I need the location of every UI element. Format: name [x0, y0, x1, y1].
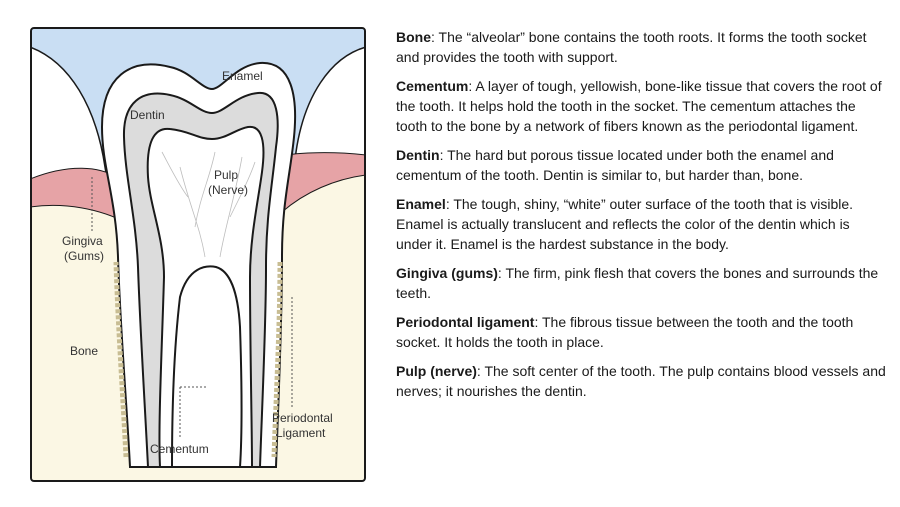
- glossary-definition: The tough, shiny, “white” outer surface …: [396, 196, 854, 252]
- diagram-frame: [30, 27, 366, 482]
- glossary-term: Pulp (nerve): [396, 363, 477, 379]
- glossary-term: Gingiva (gums): [396, 265, 498, 281]
- label-dentin: Dentin: [130, 108, 165, 122]
- glossary-entry-bone: Bone: The “alveolar” bone contains the t…: [396, 27, 886, 67]
- glossary-sep: :: [431, 29, 439, 45]
- pulp-root-canal: [171, 265, 243, 468]
- glossary: Bone: The “alveolar” bone contains the t…: [396, 27, 886, 410]
- nerve-branches: [161, 151, 256, 258]
- glossary-entry-dentin: Dentin: The hard but porous tissue locat…: [396, 145, 886, 185]
- glossary-term: Cementum: [396, 78, 469, 94]
- glossary-entry-periodontal-ligament: Periodontal ligament: The fibrous tissue…: [396, 312, 886, 352]
- label-enamel: Enamel: [222, 69, 263, 83]
- glossary-definition: The hard but porous tissue located under…: [396, 147, 834, 183]
- tooth-pulp: [146, 125, 265, 468]
- glossary-sep: :: [534, 314, 542, 330]
- glossary-term: Enamel: [396, 196, 446, 212]
- label-periodontal-2: Ligament: [276, 426, 326, 440]
- glossary-entry-cementum: Cementum: A layer of tough, yellowish, b…: [396, 76, 886, 136]
- leader-lines: [91, 177, 293, 437]
- glossary-term: Dentin: [396, 147, 440, 163]
- label-bone: Bone: [70, 344, 98, 358]
- glossary-definition: The fibrous tissue between the tooth and…: [396, 314, 854, 350]
- label-pulp-2: (Nerve): [208, 183, 248, 197]
- glossary-sep: :: [468, 78, 476, 94]
- glossary-entry-enamel: Enamel: The tough, shiny, “white” outer …: [396, 194, 886, 254]
- glossary-term: Bone: [396, 29, 431, 45]
- glossary-definition: The soft center of the tooth. The pulp c…: [396, 363, 886, 399]
- label-cementum: Cementum: [150, 442, 209, 456]
- label-gingiva-1: Gingiva: [62, 234, 103, 248]
- cementum: [113, 261, 283, 458]
- glossary-definition: The firm, pink flesh that covers the bon…: [396, 265, 879, 301]
- neighbor-tooth-left: [31, 45, 111, 198]
- label-pulp-1: Pulp: [214, 168, 238, 182]
- label-periodontal-1: Periodontal: [272, 411, 333, 425]
- tooth-anatomy-diagram: Enamel Dentin Pulp (Nerve) Gingiva (Gums…: [30, 27, 366, 482]
- glossary-definition: The “alveolar” bone contains the tooth r…: [396, 29, 867, 65]
- glossary-sep: :: [445, 196, 454, 212]
- glossary-sep: :: [476, 363, 485, 379]
- glossary-entry-gingiva: Gingiva (gums): The firm, pink flesh tha…: [396, 263, 886, 303]
- glossary-sep: :: [497, 265, 506, 281]
- glossary-entry-pulp: Pulp (nerve): The soft center of the too…: [396, 361, 886, 401]
- glossary-definition: A layer of tough, yellowish, bone-like t…: [396, 78, 882, 134]
- label-gingiva-2: (Gums): [64, 249, 104, 263]
- tooth-cross-section: Enamel Dentin Pulp (Nerve) Gingiva (Gums…: [30, 27, 366, 482]
- glossary-term: Periodontal ligament: [396, 314, 535, 330]
- glossary-sep: :: [439, 147, 448, 163]
